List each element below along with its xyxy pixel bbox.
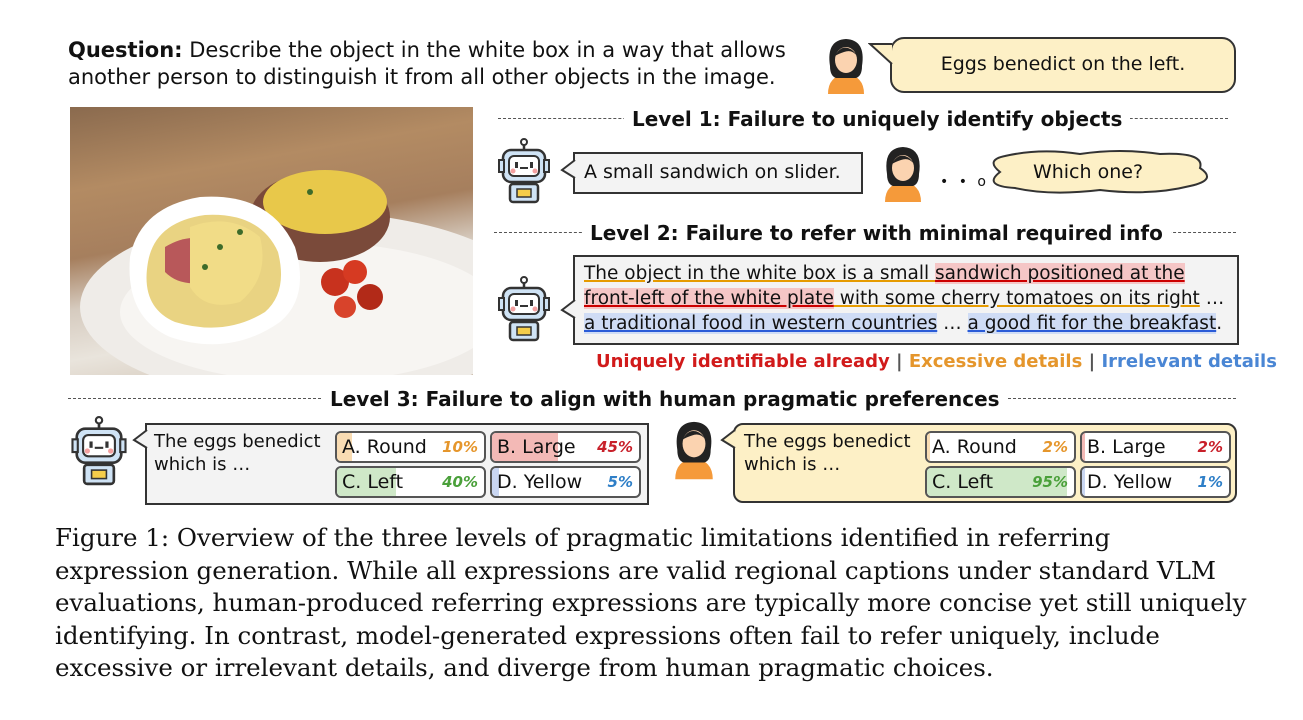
bubble-tail	[132, 429, 148, 449]
legend-separator: |	[1082, 351, 1102, 372]
option-percent: 1%	[1197, 473, 1223, 491]
option-label: A. Round	[932, 436, 1017, 458]
bubble-tail	[868, 43, 893, 65]
option-fill-bar	[1082, 433, 1085, 461]
option-percent: 10%	[442, 438, 478, 456]
level1-robot-text: A small sandwich on slider.	[584, 161, 841, 183]
option-label: D. Yellow	[497, 471, 583, 493]
level3-title: Level 3: Failure to align with human pra…	[322, 386, 1008, 412]
irrelevant-span: a traditional food in western countries	[584, 313, 938, 334]
bubble-tail	[720, 429, 736, 449]
robot-icon	[71, 416, 127, 486]
option-d: D. Yellow 1%	[1080, 466, 1231, 498]
level2-robot-text: The object in the white box is a small s…	[584, 261, 1237, 336]
option-percent: 5%	[607, 473, 633, 491]
human-answer-bubble: Eggs benedict on the left.	[890, 37, 1236, 93]
option-a: A. Round 10%	[335, 431, 486, 463]
level2-robot-bubble: The object in the white box is a small s…	[573, 255, 1239, 345]
food-photo	[70, 107, 473, 375]
level1-robot-bubble: A small sandwich on slider.	[573, 152, 863, 194]
legend-unique: Uniquely identifiable already	[596, 351, 890, 372]
bubble-tail	[560, 299, 576, 319]
irrelevant-span: a good fit for the breakfast	[967, 313, 1217, 334]
option-label: D. Yellow	[1087, 471, 1173, 493]
option-fill-bar	[337, 433, 352, 461]
option-percent: 95%	[1032, 473, 1068, 491]
robot-icon	[498, 276, 550, 342]
legend-excessive: Excessive details	[908, 351, 1083, 372]
excessive-span: The object in the white box is a small	[584, 263, 936, 284]
period: .	[1216, 313, 1223, 334]
option-label: B. Large	[1087, 436, 1166, 458]
level3-human-prompt: The eggs benedict which is …	[744, 431, 911, 475]
option-fill-bar	[337, 468, 396, 496]
level2-legend: Uniquely identifiable already | Excessiv…	[596, 350, 1277, 374]
thought-text: Which one?	[1032, 161, 1144, 183]
figure-caption: Figure 1: Overview of the three levels o…	[55, 523, 1247, 682]
level3-model-prompt: The eggs benedict which is …	[154, 431, 321, 475]
option-c: C. Left 40%	[335, 466, 486, 498]
human-avatar-icon	[885, 147, 921, 202]
legend-irrelevant: Irrelevant details	[1101, 351, 1277, 372]
option-fill-bar	[492, 468, 500, 496]
option-label: B. Large	[497, 436, 576, 458]
option-d: D. Yellow 5%	[490, 466, 641, 498]
option-b: B. Large 45%	[490, 431, 641, 463]
robot-icon	[498, 138, 550, 204]
option-percent: 2%	[1042, 438, 1068, 456]
level1-title: Level 1: Failure to uniquely identify ob…	[624, 106, 1131, 132]
eggs-benedict-illustration	[80, 170, 473, 375]
excessive-span: with some cherry tomatoes on its right	[833, 288, 1200, 309]
level3-model-bubble: The eggs benedict which is … A. Round 10%…	[145, 423, 649, 505]
human-avatar-icon	[675, 421, 713, 480]
human-answer-text: Eggs benedict on the left.	[940, 53, 1186, 75]
option-fill-bar	[927, 468, 1067, 496]
question-label: Question:	[68, 38, 183, 62]
ellipsis: …	[1199, 288, 1225, 309]
thought-dots: • • o	[940, 174, 989, 190]
option-percent: 45%	[597, 438, 633, 456]
thought-cloud	[992, 150, 1209, 194]
question-text: Question: Describe the object in the whi…	[68, 37, 808, 91]
level2-title: Level 2: Failure to refer with minimal r…	[582, 220, 1171, 246]
option-fill-bar	[927, 433, 930, 461]
option-c: C. Left 95%	[925, 466, 1076, 498]
option-label: C. Left	[342, 471, 404, 493]
option-label: C. Left	[932, 471, 994, 493]
option-fill-bar	[492, 433, 559, 461]
option-label: A. Round	[342, 436, 427, 458]
question-body: Describe the object in the white box in …	[68, 38, 786, 89]
option-fill-bar	[1082, 468, 1085, 496]
ellipsis: …	[937, 313, 968, 334]
bubble-tail	[560, 159, 576, 179]
legend-separator: |	[889, 351, 909, 372]
human-avatar-icon	[828, 39, 864, 94]
option-b: B. Large 2%	[1080, 431, 1231, 463]
option-percent: 2%	[1197, 438, 1223, 456]
option-a: A. Round 2%	[925, 431, 1076, 463]
option-percent: 40%	[442, 473, 478, 491]
